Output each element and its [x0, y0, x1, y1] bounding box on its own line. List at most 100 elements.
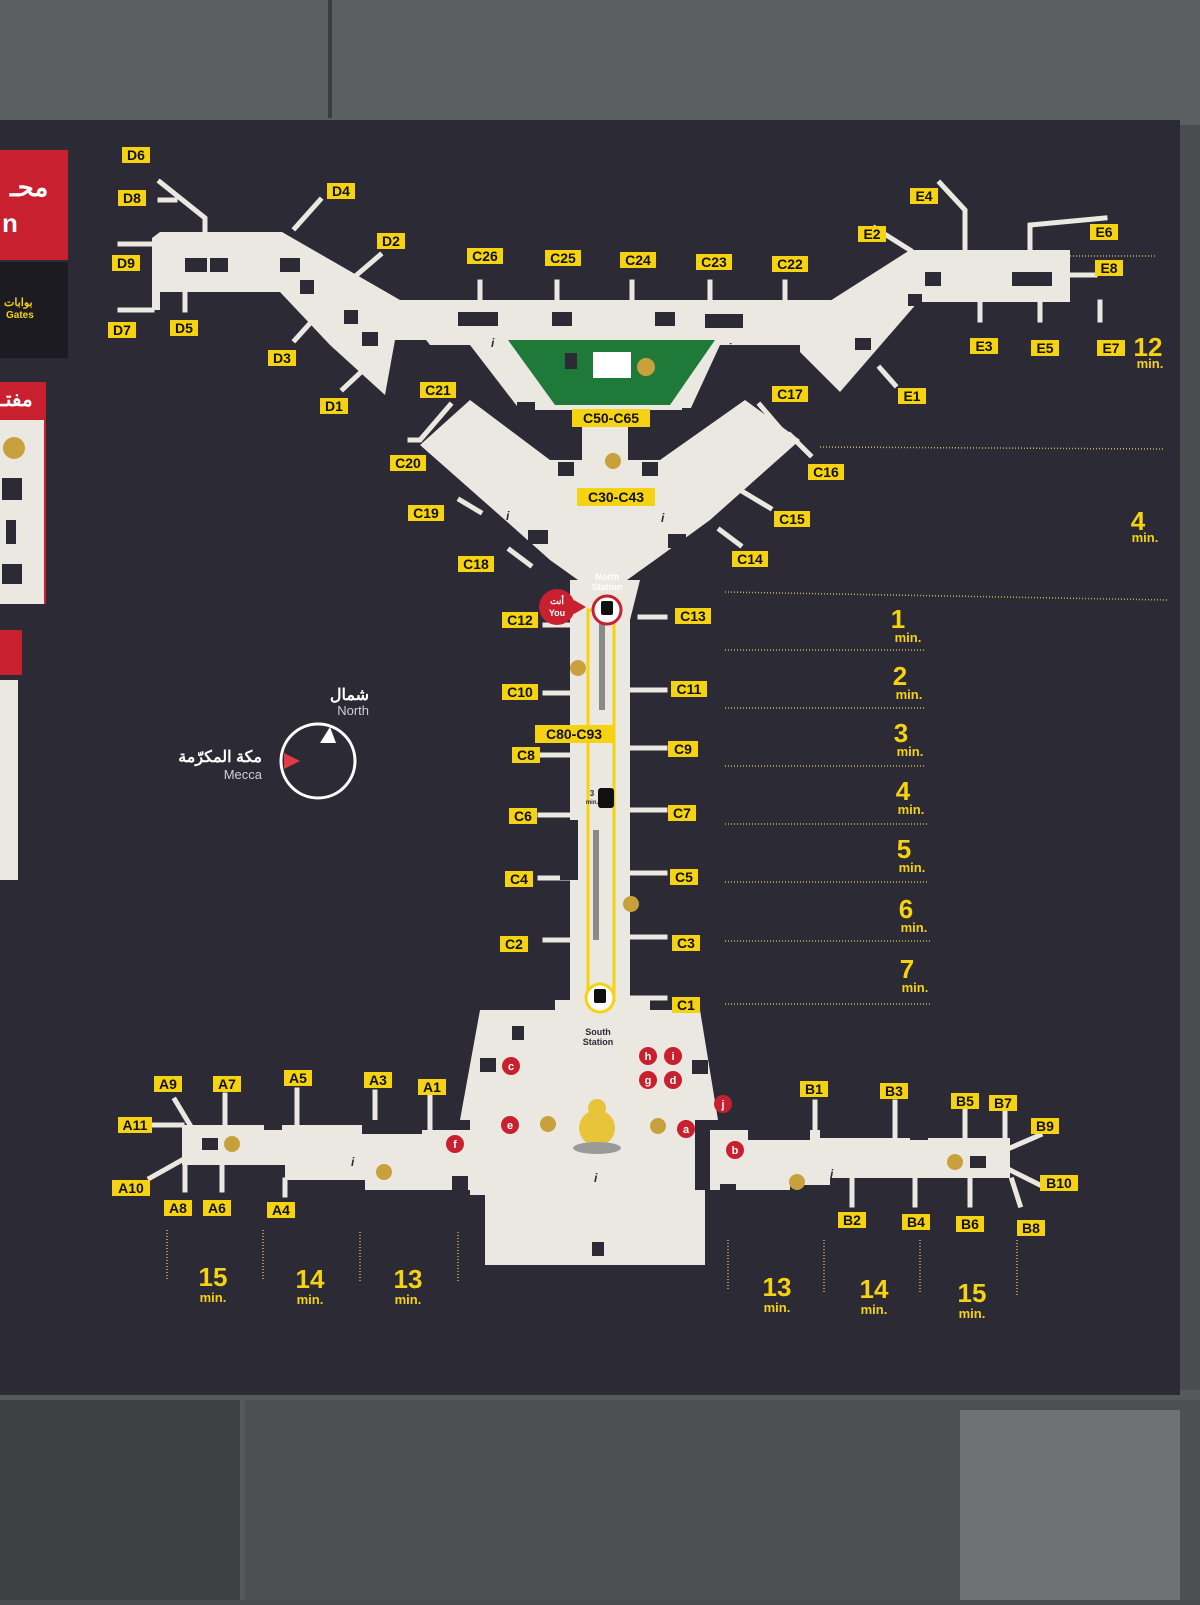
svg-text:i: i — [671, 1051, 674, 1063]
gate-c1[interactable]: C1 — [677, 997, 695, 1013]
you-are-here-marker[interactable]: أنت You — [539, 589, 586, 625]
info-points: i i i i i i i — [351, 336, 834, 1185]
gate-b6[interactable]: B6 — [961, 1216, 979, 1232]
gate-c10[interactable]: C10 — [507, 684, 533, 700]
svg-text:min.: min. — [901, 920, 928, 935]
gate-c14[interactable]: C14 — [737, 551, 763, 567]
gate-c13[interactable]: C13 — [680, 608, 706, 624]
gate-d2[interactable]: D2 — [382, 233, 400, 249]
gate-c17[interactable]: C17 — [777, 386, 803, 402]
point-e[interactable] — [501, 1116, 519, 1134]
gate-d5[interactable]: D5 — [175, 320, 193, 336]
point-g[interactable] — [639, 1071, 657, 1089]
gate-c16[interactable]: C16 — [813, 464, 839, 480]
gate-a6[interactable]: A6 — [208, 1200, 226, 1216]
prayer-room-icon — [705, 314, 743, 328]
gate-c7[interactable]: C7 — [673, 805, 691, 821]
point-h[interactable] — [639, 1047, 657, 1065]
gate-b2[interactable]: B2 — [843, 1212, 861, 1228]
info-icon[interactable]: i — [830, 1167, 834, 1181]
gate-a10[interactable]: A10 — [118, 1180, 144, 1196]
gate-c21[interactable]: C21 — [425, 382, 451, 398]
info-icon[interactable]: i — [728, 341, 732, 355]
gate-b7[interactable]: B7 — [994, 1095, 1012, 1111]
gate-a3[interactable]: A3 — [369, 1072, 387, 1088]
svg-text:min.: min. — [395, 1292, 422, 1307]
gate-a8[interactable]: A8 — [169, 1200, 187, 1216]
gate-d4[interactable]: D4 — [332, 183, 350, 199]
gate-a4[interactable]: A4 — [272, 1202, 290, 1218]
gate-b9[interactable]: B9 — [1036, 1118, 1054, 1134]
train-minutes: 3 — [590, 789, 595, 798]
service-points: a b c d e f g h i j — [446, 1047, 744, 1159]
info-icon[interactable]: i — [491, 336, 495, 350]
south-station-label-1: South — [585, 1027, 611, 1037]
point-f[interactable] — [446, 1135, 464, 1153]
gate-e3[interactable]: E3 — [975, 338, 992, 354]
info-icon[interactable]: i — [506, 509, 510, 523]
gate-b10[interactable]: B10 — [1046, 1175, 1072, 1191]
gate-a9[interactable]: A9 — [159, 1076, 177, 1092]
gate-c19[interactable]: C19 — [413, 505, 439, 521]
walk-time-2: 2 — [893, 661, 907, 691]
gate-b1[interactable]: B1 — [805, 1081, 823, 1097]
gate-c23[interactable]: C23 — [701, 254, 727, 270]
gate-c11[interactable]: C11 — [677, 681, 702, 697]
gate-a11[interactable]: A11 — [123, 1117, 148, 1133]
gate-c6[interactable]: C6 — [514, 808, 532, 824]
gate-c18[interactable]: C18 — [463, 556, 489, 572]
info-icon[interactable]: i — [594, 1171, 598, 1185]
prayer-room-icon — [458, 312, 498, 326]
point-a[interactable] — [677, 1120, 695, 1138]
restaurant-icon — [565, 353, 577, 369]
gate-c22[interactable]: C22 — [777, 256, 803, 272]
gate-c24[interactable]: C24 — [625, 252, 651, 268]
gate-e2[interactable]: E2 — [863, 226, 880, 242]
wheelchair-icon — [344, 310, 358, 324]
info-icon[interactable]: i — [351, 1155, 355, 1169]
gate-range-c50-c65: C50-C65 — [583, 410, 639, 426]
gate-d7[interactable]: D7 — [113, 322, 131, 338]
gate-e6[interactable]: E6 — [1095, 224, 1112, 240]
gate-e8[interactable]: E8 — [1100, 260, 1117, 276]
gate-c3[interactable]: C3 — [677, 935, 695, 951]
gate-e1[interactable]: E1 — [903, 388, 920, 404]
gate-a1[interactable]: A1 — [423, 1079, 441, 1095]
gate-d6[interactable]: D6 — [127, 147, 145, 163]
gate-a5[interactable]: A5 — [289, 1070, 307, 1086]
gate-c4[interactable]: C4 — [510, 871, 528, 887]
gate-e7[interactable]: E7 — [1102, 340, 1119, 356]
gate-e4[interactable]: E4 — [915, 188, 932, 204]
gate-c15[interactable]: C15 — [779, 511, 805, 527]
gate-a7[interactable]: A7 — [218, 1076, 236, 1092]
gate-b4[interactable]: B4 — [907, 1214, 925, 1230]
info-icon[interactable]: i — [661, 511, 665, 525]
gate-b8[interactable]: B8 — [1022, 1220, 1040, 1236]
point-b[interactable] — [726, 1141, 744, 1159]
gate-c5[interactable]: C5 — [675, 869, 693, 885]
point-d[interactable] — [664, 1071, 682, 1089]
lamp-bear-icon — [579, 1110, 615, 1146]
gate-c20[interactable]: C20 — [395, 455, 421, 471]
gate-c26[interactable]: C26 — [472, 248, 498, 264]
sidebar-title-panel — [0, 150, 68, 260]
gate-e5[interactable]: E5 — [1036, 340, 1053, 356]
walk-time-5: 5 — [897, 834, 911, 864]
gate-b3[interactable]: B3 — [885, 1083, 903, 1099]
point-j[interactable] — [714, 1095, 732, 1113]
gate-c25[interactable]: C25 — [550, 250, 576, 266]
point-i[interactable] — [664, 1047, 682, 1065]
point-c[interactable] — [502, 1057, 520, 1075]
gate-d8[interactable]: D8 — [123, 190, 141, 206]
gate-b5[interactable]: B5 — [956, 1093, 974, 1109]
restroom-icon — [910, 1126, 928, 1140]
gate-c8[interactable]: C8 — [517, 747, 535, 763]
svg-text:d: d — [670, 1075, 677, 1087]
gate-c2[interactable]: C2 — [505, 936, 523, 952]
gate-d1[interactable]: D1 — [325, 398, 343, 414]
gate-d9[interactable]: D9 — [117, 255, 135, 271]
gate-c9[interactable]: C9 — [674, 741, 692, 757]
gate-c12[interactable]: C12 — [507, 612, 533, 628]
gate-d3[interactable]: D3 — [273, 350, 291, 366]
